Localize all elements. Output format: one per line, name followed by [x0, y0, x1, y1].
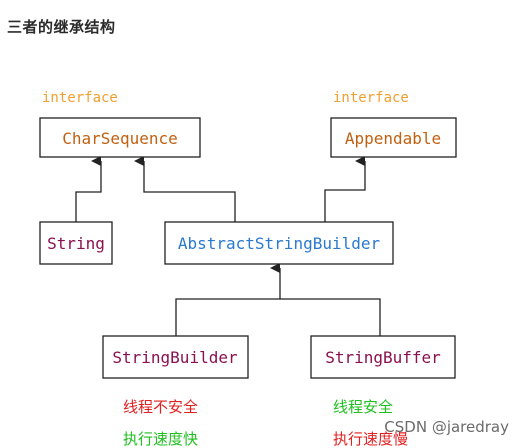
appendable-label: Appendable	[345, 129, 441, 148]
string-buffer-label: StringBuffer	[325, 348, 441, 367]
section-heading: 三者的继承结构	[7, 18, 116, 36]
charsequence-interface-tag: interface	[42, 90, 118, 106]
builder-speed-note: 执行速度快	[123, 430, 199, 448]
edge-string-to-charsequence	[75, 156, 102, 222]
string-builder-box	[102, 335, 249, 379]
string-node: String	[39, 221, 113, 265]
edge-builder-to-abstract	[175, 298, 280, 336]
appendable-node: Appendable	[330, 117, 457, 158]
string-box	[39, 221, 113, 265]
edge-abstract-to-charsequence	[134, 156, 236, 222]
string-builder-label: StringBuilder	[112, 348, 238, 367]
abstract-builder-node: AbstractStringBuilder	[164, 221, 394, 265]
buffer-speed-note: 执行速度慢	[333, 430, 409, 448]
string-builder-node: StringBuilder	[102, 335, 249, 379]
charsequence-node: CharSequence	[39, 117, 201, 158]
appendable-interface-tag: interface	[333, 90, 409, 106]
abstract-builder-label: AbstractStringBuilder	[178, 234, 381, 253]
string-buffer-node: StringBuffer	[310, 335, 456, 379]
appendable-box	[330, 117, 457, 158]
charsequence-label: CharSequence	[62, 129, 178, 148]
builder-thread-safety-note: 线程不安全	[123, 398, 199, 416]
csdn-watermark: CSDN @jaredray	[384, 418, 509, 436]
abstract-builder-box	[164, 221, 394, 265]
string-buffer-box	[310, 335, 456, 379]
edge-buffer-to-abstract	[280, 298, 381, 336]
edge-abstract-to-appendable	[324, 156, 366, 222]
charsequence-box	[39, 117, 201, 158]
string-label: String	[47, 234, 105, 253]
connectors	[75, 156, 381, 336]
buffer-thread-safety-note: 线程安全	[333, 398, 394, 416]
